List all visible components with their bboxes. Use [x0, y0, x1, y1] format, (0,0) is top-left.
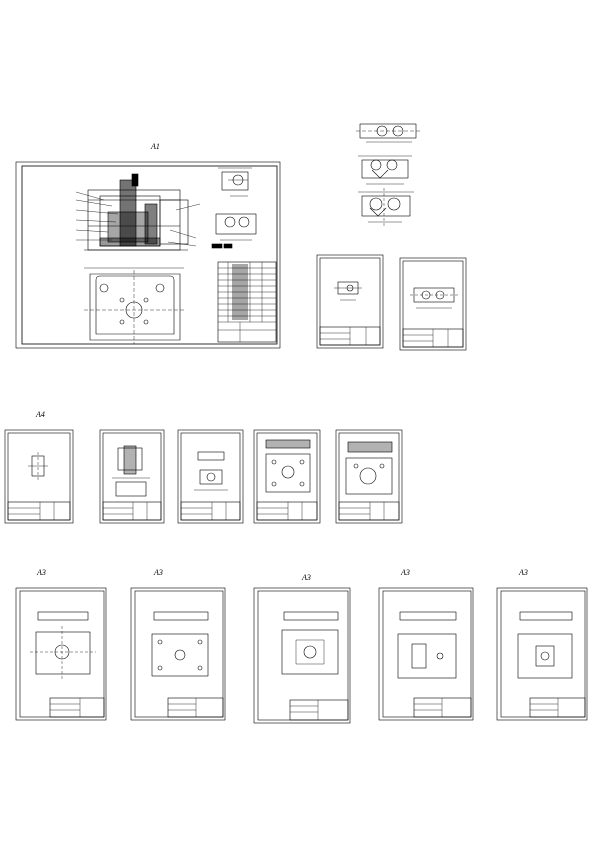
detail-view-3 — [358, 188, 414, 228]
assembly-plan-view — [84, 267, 186, 344]
section-label-a4: A4 — [36, 410, 45, 419]
sheet-a3-1 — [15, 587, 107, 721]
sheet-right-1 — [316, 254, 384, 349]
assembly-detail-top — [218, 167, 252, 197]
sheet-a1-assembly — [15, 161, 281, 349]
section-label-a1: A1 — [151, 142, 160, 151]
section-label-a3-3: A3 — [302, 573, 311, 582]
section-label-a3-1: A3 — [37, 568, 46, 577]
section-label-a3-2: A3 — [154, 568, 163, 577]
detail-view-1 — [356, 123, 420, 143]
sheet-a4-5 — [335, 429, 403, 524]
detail-view-2 — [358, 155, 412, 185]
sheet-a3-3 — [253, 587, 351, 724]
sheet-a4-1 — [4, 429, 74, 524]
section-label-a3-5: A3 — [519, 568, 528, 577]
assembly-section-view — [75, 173, 201, 251]
sheet-a3-5 — [496, 587, 588, 721]
assembly-parts-list — [217, 261, 277, 343]
section-label-a3-4: A3 — [401, 568, 410, 577]
sheet-a4-3 — [177, 429, 244, 524]
sheet-a4-4 — [253, 429, 321, 524]
sheet-right-2 — [399, 257, 467, 351]
assembly-detail-mid — [211, 213, 257, 249]
sheet-a4-2 — [99, 429, 165, 524]
sheet-a3-4 — [378, 587, 474, 721]
sheet-a3-2 — [130, 587, 226, 721]
